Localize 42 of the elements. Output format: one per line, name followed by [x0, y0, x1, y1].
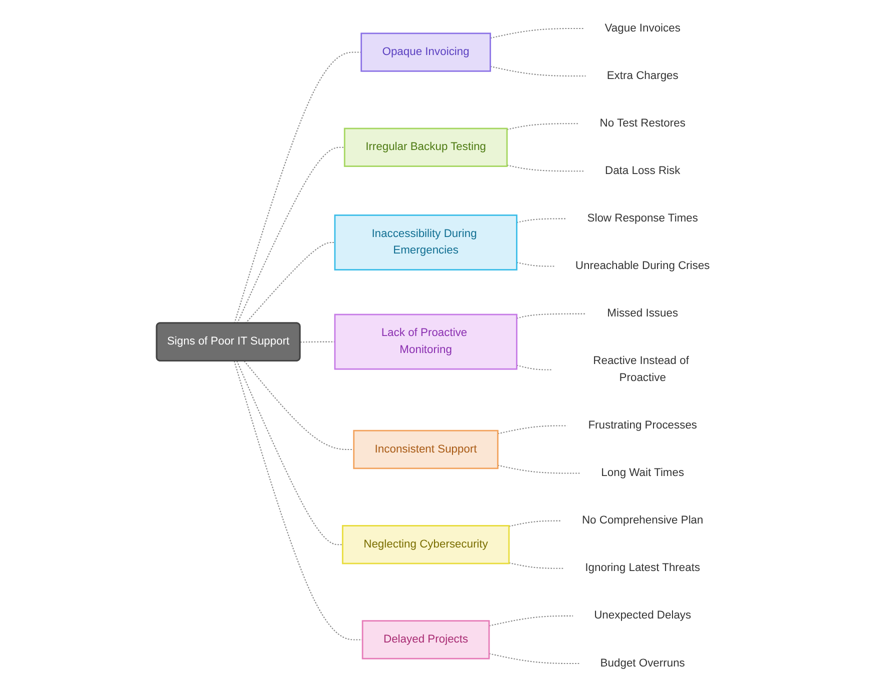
- connector: [236, 146, 345, 324]
- connector: [506, 164, 584, 172]
- connector: [498, 464, 580, 474]
- node-text: Frustrating Processes: [588, 419, 697, 432]
- connector: [516, 313, 586, 319]
- node-text: Slow Response Times: [587, 212, 698, 224]
- node-text: Data Loss Risk: [604, 164, 680, 177]
- connector: [498, 425, 568, 434]
- connector: [490, 28, 584, 39]
- node-text: Budget Overruns: [600, 657, 685, 670]
- node-box: Neglecting Cybersecurity: [342, 525, 510, 564]
- connector: [488, 615, 574, 626]
- node-box: Delayed Projects: [362, 620, 490, 660]
- node-text: Missed Issues: [607, 308, 678, 320]
- node-box: Lack of Proactive Monitoring: [334, 314, 518, 370]
- node-box: Inaccessibility During Emergencies: [334, 214, 518, 270]
- node-text: Unreachable During Crises: [575, 260, 710, 272]
- connector: [244, 360, 354, 450]
- connector: [245, 242, 335, 324]
- connector: [508, 520, 561, 527]
- node-text: No Comprehensive Plan: [582, 514, 704, 526]
- connector: [516, 218, 566, 224]
- node-text: Ignoring Latest Threats: [585, 562, 700, 574]
- connector: [508, 562, 564, 569]
- node-box: Opaque Invoicing: [360, 32, 491, 72]
- node-text: Long Wait Times: [601, 466, 684, 479]
- connector: [236, 360, 343, 546]
- node-text: No Test Restores: [600, 117, 686, 130]
- node-box: Inconsistent Support: [353, 430, 498, 470]
- node-text: Unexpected Delays: [594, 610, 692, 622]
- connector: [516, 262, 554, 267]
- connector: [490, 66, 586, 77]
- connector: [506, 123, 579, 130]
- connector: [300, 341, 335, 343]
- node-text: Reactive Instead of Proactive: [593, 355, 689, 384]
- node-box: Irregular Backup Testing: [344, 128, 508, 167]
- node-text: Vague Invoices: [604, 22, 680, 34]
- connector: [234, 52, 362, 324]
- connector: [516, 364, 552, 370]
- node-text: Extra Charges: [606, 70, 678, 82]
- connector: [234, 360, 362, 640]
- connector: [488, 653, 580, 664]
